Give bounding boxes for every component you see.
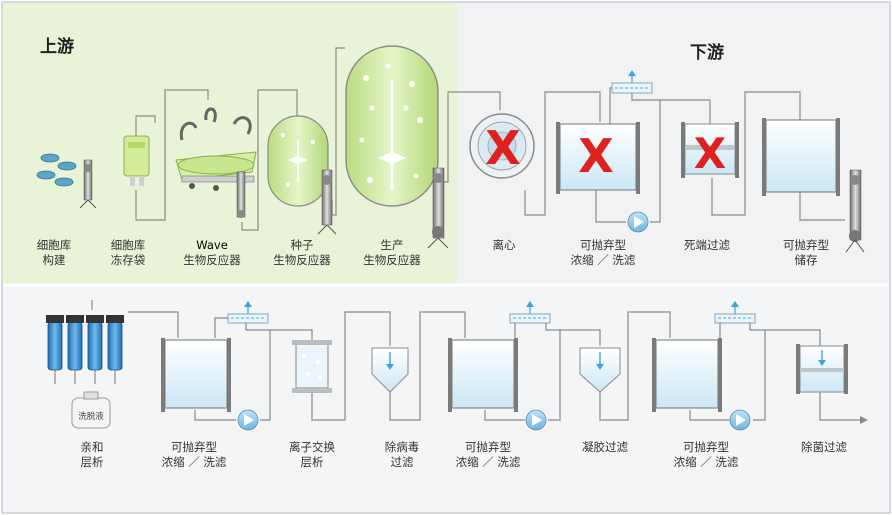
step-label-ion-exchange: 离子交换层析 — [289, 440, 335, 469]
row2-pipes — [128, 311, 860, 421]
downstream-title: 下游 — [690, 43, 724, 63]
affinity-columns — [46, 300, 124, 384]
step-label-seed: 种子生物反应器 — [273, 238, 331, 267]
cryo-bag — [123, 135, 150, 186]
centrifuge-cross: X — [485, 121, 520, 175]
dead-end-cross: X — [694, 129, 726, 178]
purification-region — [3, 285, 889, 512]
step-label-centrifuge: 离心 — [492, 238, 516, 252]
elution-tank-label: 洗脱液 — [78, 412, 104, 422]
tff-tank-4 — [652, 301, 756, 431]
tff-tank-2 — [161, 301, 269, 431]
step-label-tff-3: 可抛弃型浓缩 ／ 洗滤 — [455, 440, 521, 469]
dead-end-filter — [681, 122, 739, 178]
wave-bioreactor — [175, 107, 257, 218]
sterile-filter — [796, 344, 848, 394]
step-label-cryo-bag: 细胞库冻存袋 — [110, 238, 146, 267]
cell-bank-stand — [79, 159, 97, 209]
step-label-tff-1: 可抛弃型浓缩 ／ 洗滤 — [570, 238, 636, 267]
seed-bioreactor — [267, 115, 337, 235]
step-label-cell-bank: 细胞库构建 — [36, 238, 72, 267]
step-label-gel-filtration: 凝胶过滤 — [582, 440, 628, 454]
centrifuge — [469, 113, 535, 179]
outlet-arrow — [860, 416, 868, 424]
step-label-virus-filter: 除病毒过滤 — [384, 440, 420, 469]
tff-tank-1 — [556, 70, 653, 233]
ion-exchange-column — [292, 340, 332, 393]
step-label-tff-2: 可抛弃型浓缩 ／ 洗滤 — [161, 440, 227, 469]
cell-bank-discs — [36, 153, 77, 187]
step-label-production: 生产生物反应器 — [363, 238, 421, 267]
storage-tank — [762, 118, 865, 253]
upstream-title: 上游 — [40, 37, 74, 57]
tff-cross: X — [578, 129, 613, 183]
step-label-tff-4: 可抛弃型浓缩 ／ 洗滤 — [673, 440, 739, 469]
cross-marks: X X X — [485, 121, 726, 183]
step-label-dead-end: 死端过滤 — [684, 238, 730, 252]
gel-filtration — [579, 347, 621, 393]
virus-filter — [371, 347, 409, 393]
production-bioreactor — [345, 45, 449, 249]
step-label-affinity: 亲和层析 — [80, 440, 104, 469]
elution-tank — [71, 391, 111, 429]
step-label-sterile-filter: 除菌过滤 — [801, 440, 847, 454]
step-label-storage: 可抛弃型储存 — [783, 238, 829, 267]
tff-tank-3 — [448, 301, 551, 431]
